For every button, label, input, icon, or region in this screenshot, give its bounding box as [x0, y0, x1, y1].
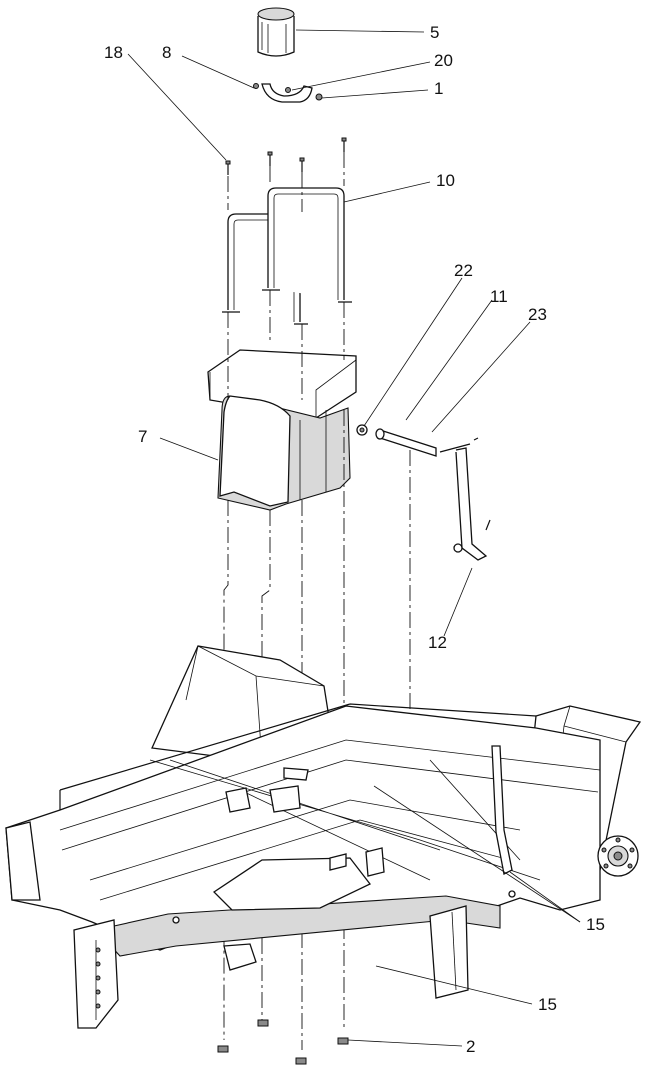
part-2-nuts [217, 1019, 349, 1065]
callout-labels: 5 18 8 20 1 10 22 11 23 7 12 15 15 2 [104, 23, 605, 1056]
part-7-seat [207, 349, 357, 511]
part-10-u-brackets [222, 187, 352, 325]
callout-5: 5 [430, 23, 439, 42]
callout-22: 22 [454, 261, 473, 280]
part-11-lever-pin [356, 424, 437, 457]
part-12-lever-rod [439, 437, 491, 561]
wheel-hub [597, 835, 639, 877]
callout-8: 8 [162, 43, 171, 62]
callout-20: 20 [434, 51, 453, 70]
callout-23: 23 [528, 305, 547, 324]
callout-10: 10 [436, 171, 455, 190]
frame-chassis [5, 645, 642, 1029]
callout-11: 11 [490, 287, 508, 306]
callout-7: 7 [138, 427, 147, 446]
callout-18: 18 [104, 43, 123, 62]
part-18-screws [225, 137, 347, 175]
callout-2: 2 [466, 1037, 475, 1056]
leader-lines [127, 29, 581, 1047]
callout-15-lower: 15 [538, 995, 557, 1014]
callout-15-upper: 15 [586, 915, 605, 934]
callout-1: 1 [434, 79, 443, 98]
callout-12: 12 [428, 633, 447, 652]
part-5-cylinder [257, 7, 295, 57]
